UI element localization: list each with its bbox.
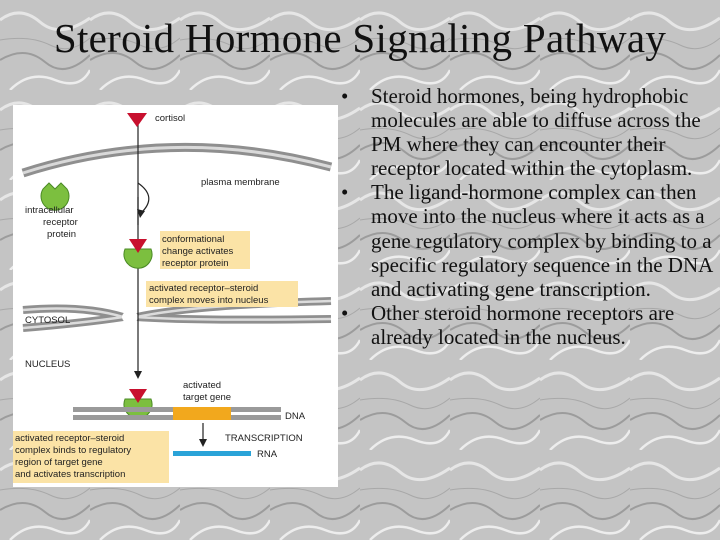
dna-label: DNA	[285, 411, 306, 422]
svg-text:activated receptor–steroid: activated receptor–steroid	[149, 283, 258, 294]
bullet-item: •The ligand-hormone complex can then mov…	[338, 180, 718, 300]
receptor-label-line1: intracellular	[25, 205, 74, 216]
svg-text:complex moves into nucleus: complex moves into nucleus	[149, 295, 269, 306]
target-gene-label-2: target gene	[183, 392, 231, 403]
bullet-item: •Other steroid hormone receptors are alr…	[338, 301, 718, 349]
svg-text:receptor protein: receptor protein	[162, 258, 229, 269]
transcription-label: TRANSCRIPTION	[225, 433, 303, 444]
cortisol-label: cortisol	[155, 113, 185, 124]
svg-text:activated receptor–steroid: activated receptor–steroid	[15, 433, 124, 444]
nucleus-label: NUCLEUS	[25, 359, 70, 370]
cytosol-label: CYTOSOL	[25, 315, 70, 326]
svg-text:region of target gene: region of target gene	[15, 457, 103, 468]
target-gene-label-1: activated	[183, 380, 221, 391]
svg-text:and activates transcription: and activates transcription	[15, 469, 125, 480]
svg-text:complex binds to regulatory: complex binds to regulatory	[15, 445, 131, 456]
bullet-list: •Steroid hormones, being hydrophobic mol…	[338, 84, 718, 349]
plasma-membrane-label: plasma membrane	[201, 177, 280, 188]
rna-label: RNA	[257, 449, 278, 460]
receptor-label-line3: protein	[47, 229, 76, 240]
rna-strand	[173, 451, 251, 456]
svg-text:change activates: change activates	[162, 246, 234, 257]
steroid-pathway-diagram: cortisol plasma membrane intracellular r…	[13, 105, 338, 487]
slide-title: Steroid Hormone Signaling Pathway	[0, 14, 720, 62]
svg-text:conformational: conformational	[162, 234, 224, 245]
receptor-label-line2: receptor	[43, 217, 78, 228]
cortisol-molecule	[127, 113, 147, 127]
bullet-item: •Steroid hormones, being hydrophobic mol…	[338, 84, 718, 180]
